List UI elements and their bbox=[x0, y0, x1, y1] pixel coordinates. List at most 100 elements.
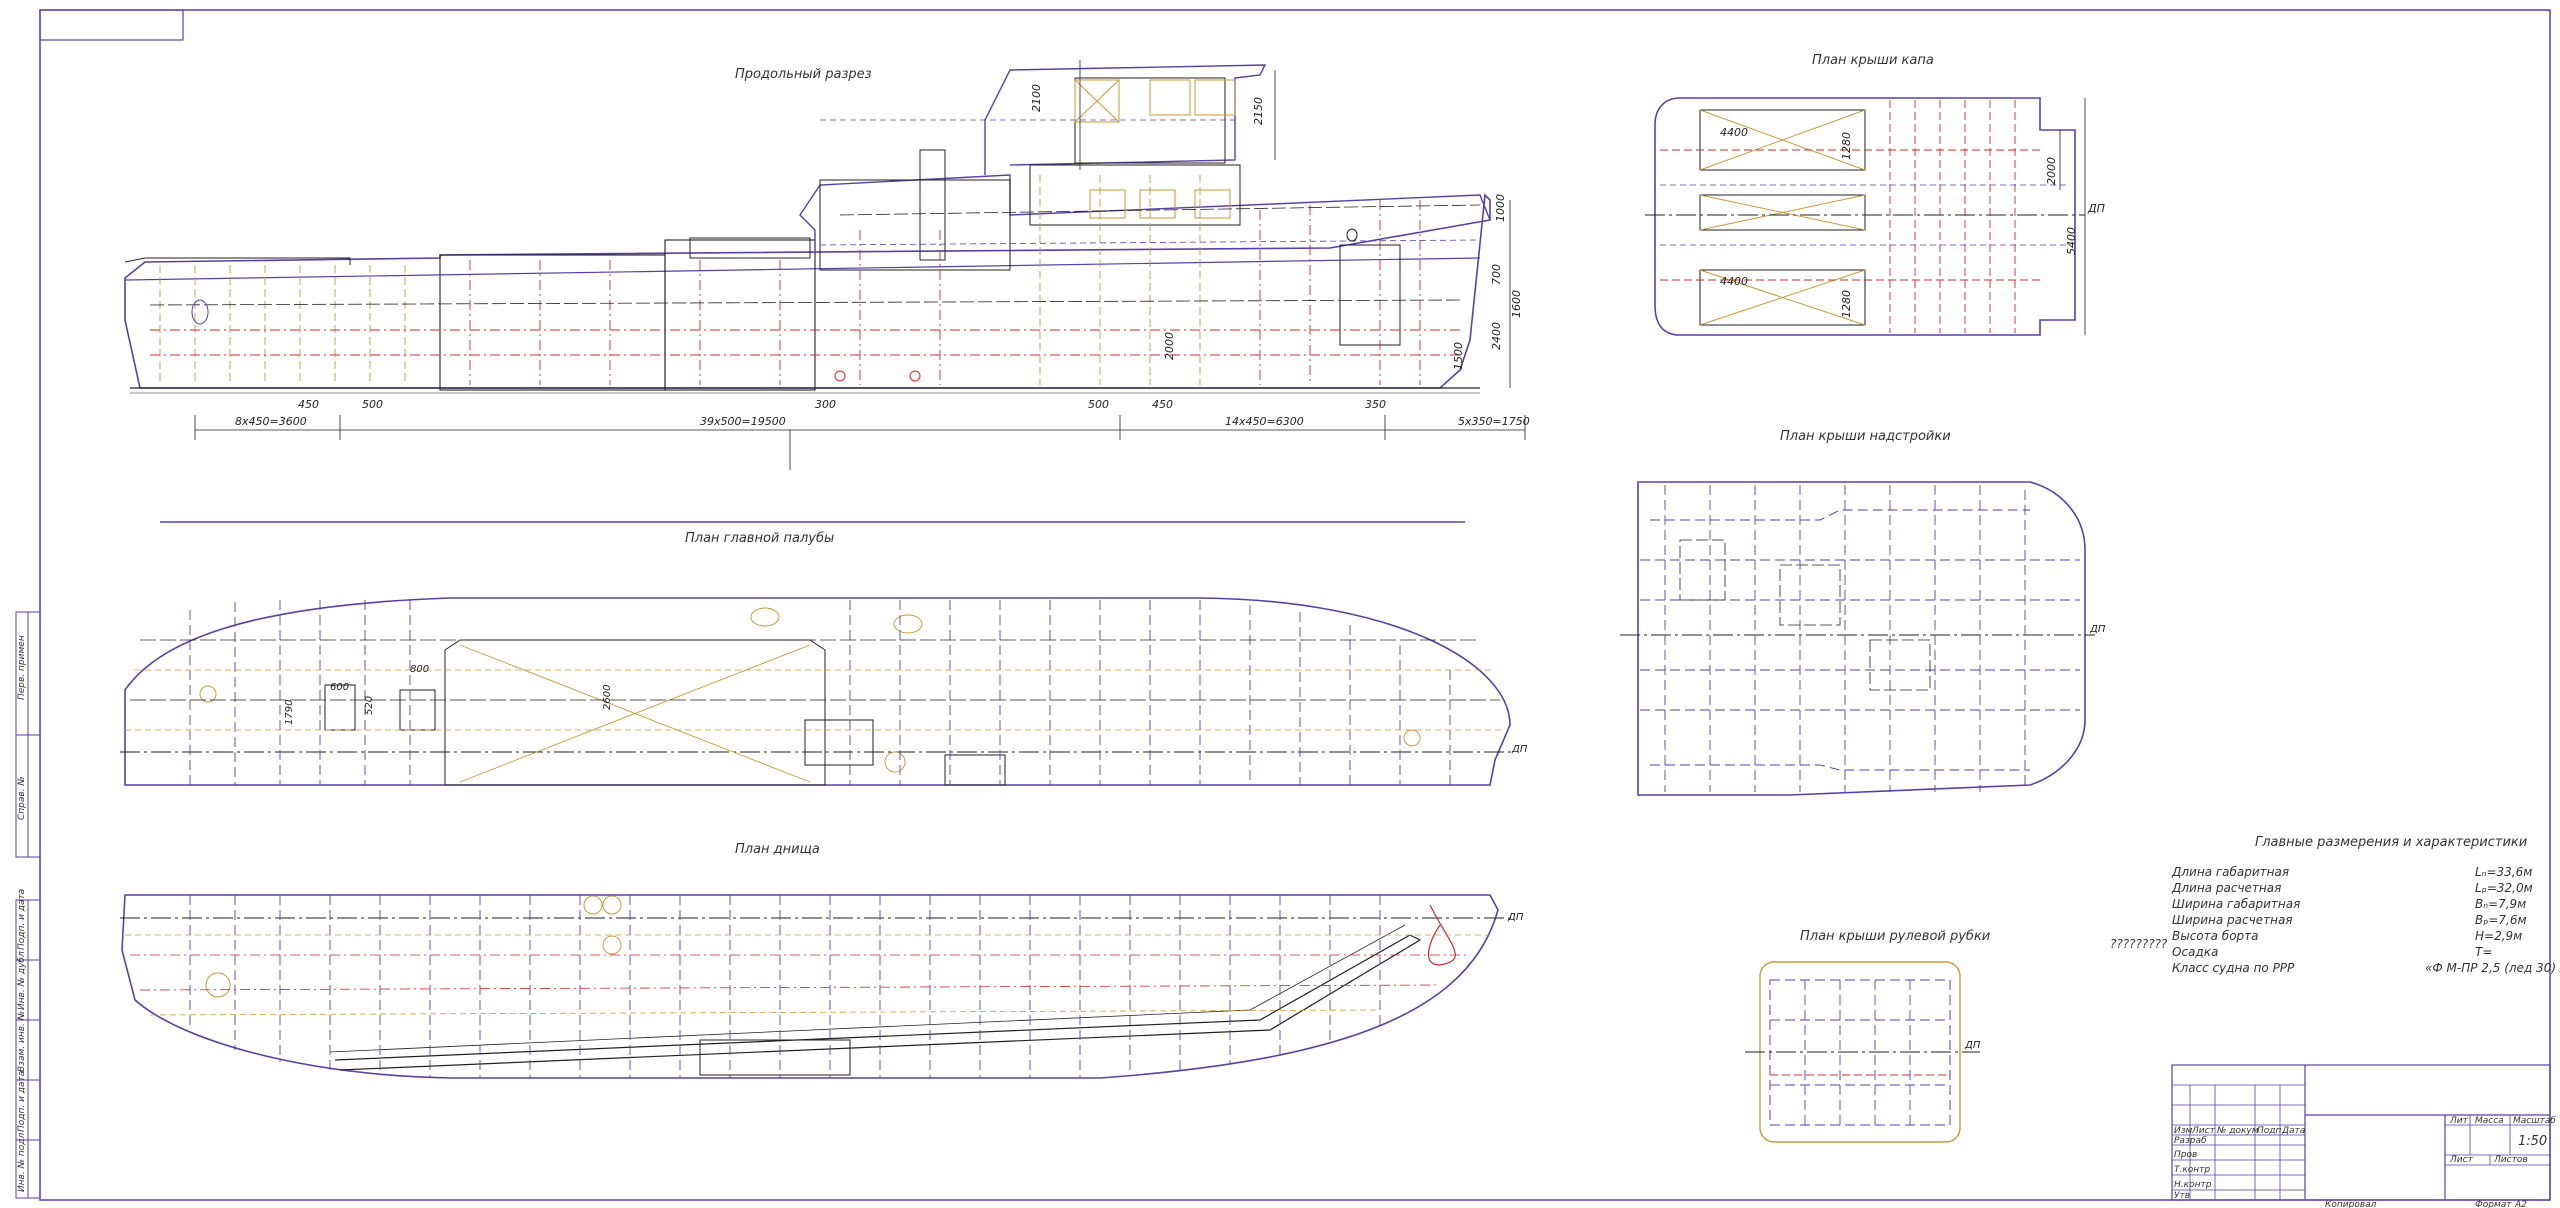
dim-d6: 500 bbox=[362, 398, 383, 411]
wheelhouse-roof-plan bbox=[1745, 961, 1980, 1143]
char-name-0: Длина габаритная bbox=[2171, 865, 2289, 879]
deck-c: 520 bbox=[364, 696, 375, 715]
tb-row-1: Лист bbox=[2191, 1126, 2216, 1136]
casing-roof-plan bbox=[1645, 97, 2086, 336]
tb-role-3: Н.контр bbox=[2174, 1180, 2212, 1190]
dim-h6: 1600 bbox=[1510, 290, 1523, 318]
char-name-6: Класс судна по РРР bbox=[2172, 961, 2295, 975]
stamp-label-5: Подп. и дата bbox=[17, 1071, 27, 1132]
tb-row-3: Подп bbox=[2257, 1126, 2281, 1136]
dim-d7: 300 bbox=[815, 398, 836, 411]
char-value-3: Bₚ=7,6м bbox=[2475, 913, 2527, 927]
superstructure-dp: ДП bbox=[2089, 624, 2106, 635]
bottom-plan bbox=[120, 894, 1515, 1079]
title-main-deck: План главной палубы bbox=[685, 531, 834, 546]
main-deck-dim-text: 2600 1790 600 800 520 ДП bbox=[284, 664, 1528, 755]
longitudinal-dim-text: 8х450=3600 39х500=19500 14х450=6300 5х35… bbox=[235, 84, 1530, 428]
char-value-1: Lₚ=32,0м bbox=[2475, 881, 2533, 895]
casing-len1: 4400 bbox=[1720, 126, 1748, 139]
dim-d3: 14х450=6300 bbox=[1225, 415, 1304, 428]
sheet-frame bbox=[39, 9, 2551, 1201]
dim-h8: 1500 bbox=[1452, 342, 1465, 370]
char-name-1: Длина расчетная bbox=[2171, 881, 2281, 895]
dim-h1: 2100 bbox=[1030, 84, 1043, 112]
char-value-4: H=2,9м bbox=[2475, 929, 2522, 943]
char-name-2: Ширина габаритная bbox=[2172, 897, 2300, 911]
stamp-label-4: Взам. инв. № bbox=[17, 1011, 27, 1072]
superstructure-roof-plan bbox=[1620, 481, 2095, 796]
char-value-5: T= bbox=[2475, 945, 2492, 959]
stamp-label-0: Перв. примен bbox=[17, 635, 27, 700]
char-name-4: Высота борта bbox=[2172, 929, 2259, 943]
title-casing-roof: План крыши капа bbox=[1812, 53, 1934, 68]
dim-h4: 1000 bbox=[1494, 194, 1507, 222]
stamp-label-2: Подп. и дата bbox=[17, 889, 27, 950]
corner-stamp bbox=[39, 9, 184, 41]
dim-h5: 700 bbox=[1490, 264, 1503, 285]
tb-col-lit: Лит bbox=[2449, 1116, 2469, 1126]
wheelhouse-dp: ДП bbox=[1964, 1040, 1981, 1051]
tb-format: Формат bbox=[2475, 1200, 2512, 1208]
dim-d8: 500 bbox=[1088, 398, 1109, 411]
tb-copied: Копировал bbox=[2325, 1200, 2377, 1208]
dim-d5: 450 bbox=[298, 398, 319, 411]
title-block-text: Лит Масса Масштаб 1:50 Лист Листов Изм Л… bbox=[2174, 1116, 2556, 1208]
tb-row-2: № докум bbox=[2216, 1126, 2259, 1136]
tb-col-mass: Масса bbox=[2475, 1116, 2504, 1126]
tb-col-scale: Масштаб bbox=[2513, 1116, 2556, 1126]
char-value-2: Bₙ=7,9м bbox=[2475, 897, 2526, 911]
title-wheelhouse-roof: План крыши рулевой рубки bbox=[1800, 929, 1990, 944]
bottom-dp: ДП bbox=[1507, 912, 1524, 923]
dim-h3: 2000 bbox=[1163, 332, 1176, 360]
dim-d2: 39х500=19500 bbox=[700, 415, 786, 428]
tb-sheets: Листов bbox=[2493, 1155, 2528, 1165]
char-value-0: Lₙ=33,6м bbox=[2475, 865, 2532, 879]
title-bottom: План днища bbox=[735, 842, 820, 857]
tb-role-0: Разраб bbox=[2174, 1136, 2207, 1146]
stamp-label-1: Справ. № bbox=[17, 776, 27, 820]
question-marks: ????????? bbox=[2110, 937, 2168, 951]
dim-d9: 450 bbox=[1152, 398, 1173, 411]
characteristics-list: Длина габаритная Длина расчетная Ширина … bbox=[2110, 865, 2560, 975]
longitudinal-dimensions bbox=[194, 60, 1526, 470]
main-deck-plan bbox=[120, 597, 1515, 786]
tb-role-1: Пров bbox=[2174, 1150, 2197, 1160]
tb-format-val: A2 bbox=[2514, 1200, 2527, 1208]
dim-h2: 2150 bbox=[1252, 97, 1265, 125]
char-title: Главные размерения и характеристики bbox=[2255, 835, 2527, 850]
stamp-label-3: Инв. № дубл bbox=[17, 951, 27, 1010]
tb-row-4: Дата bbox=[2281, 1126, 2305, 1136]
casing-dp: ДП bbox=[2087, 202, 2105, 215]
tb-sheet: Лист bbox=[2449, 1155, 2474, 1165]
char-name-3: Ширина расчетная bbox=[2172, 913, 2293, 927]
title-block bbox=[2171, 1064, 2551, 1201]
dim-d1: 8х450=3600 bbox=[235, 415, 307, 428]
casing-w2: 1280 bbox=[1840, 290, 1853, 318]
deck-b: 800 bbox=[410, 664, 429, 675]
char-name-5: Осадка bbox=[2172, 945, 2218, 959]
casing-total: 5400 bbox=[2065, 227, 2078, 255]
side-stamp-labels: Перв. примен Справ. № Подп. и дата Инв. … bbox=[17, 635, 27, 1192]
dim-d4: 5х350=1750 bbox=[1458, 415, 1530, 428]
side-stamp-strip bbox=[15, 611, 41, 1199]
tb-role-2: Т.контр bbox=[2174, 1165, 2210, 1175]
casing-dim-text: 4400 4400 1280 1280 2000 5400 ДП bbox=[1720, 126, 2105, 318]
deck-a: 600 bbox=[330, 682, 349, 693]
longitudinal-section bbox=[124, 64, 1491, 394]
dim-d10: 350 bbox=[1365, 398, 1386, 411]
casing-h: 2000 bbox=[2045, 157, 2058, 185]
char-value-6: «Ф М-ПР 2,5 (лед 30) А» bbox=[2425, 961, 2560, 975]
title-longitudinal: Продольный разрез bbox=[735, 67, 872, 82]
title-superstructure-roof: План крыши надстройки bbox=[1780, 429, 1951, 444]
stamp-label-6: Инв. № подл bbox=[17, 1133, 27, 1192]
dim-h7: 2400 bbox=[1490, 322, 1503, 350]
tb-scale: 1:50 bbox=[2518, 1134, 2547, 1149]
casing-len2: 4400 bbox=[1720, 275, 1748, 288]
tb-role-4: Утв bbox=[2174, 1191, 2190, 1201]
casing-w1: 1280 bbox=[1840, 132, 1853, 160]
deck-w1: 1790 bbox=[284, 700, 295, 725]
tb-row-0: Изм bbox=[2174, 1126, 2193, 1136]
deck-dp: ДП bbox=[1511, 744, 1528, 755]
deck-h1: 2600 bbox=[602, 685, 613, 710]
